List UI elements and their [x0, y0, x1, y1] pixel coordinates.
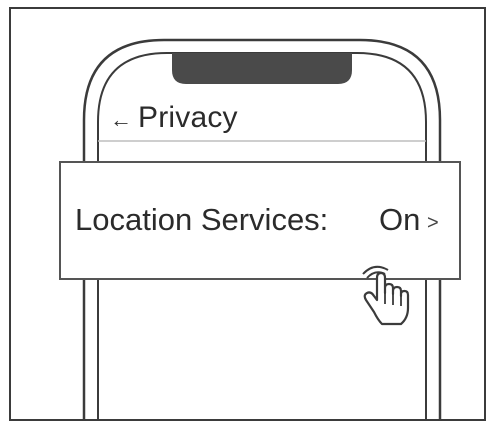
chevron-right-icon[interactable]: >	[427, 212, 439, 234]
location-services-label: Location Services:	[75, 202, 329, 237]
location-services-value: On	[379, 202, 421, 237]
location-services-row[interactable]: Location Services: On >	[59, 161, 461, 280]
page-title: Privacy	[138, 101, 238, 134]
hand-pointer-icon	[362, 265, 410, 326]
arrow-left-icon[interactable]: ←	[110, 107, 132, 132]
phone-notch	[172, 53, 352, 84]
outer-frame	[9, 7, 486, 421]
privacy-header[interactable]: ← Privacy	[110, 100, 238, 136]
